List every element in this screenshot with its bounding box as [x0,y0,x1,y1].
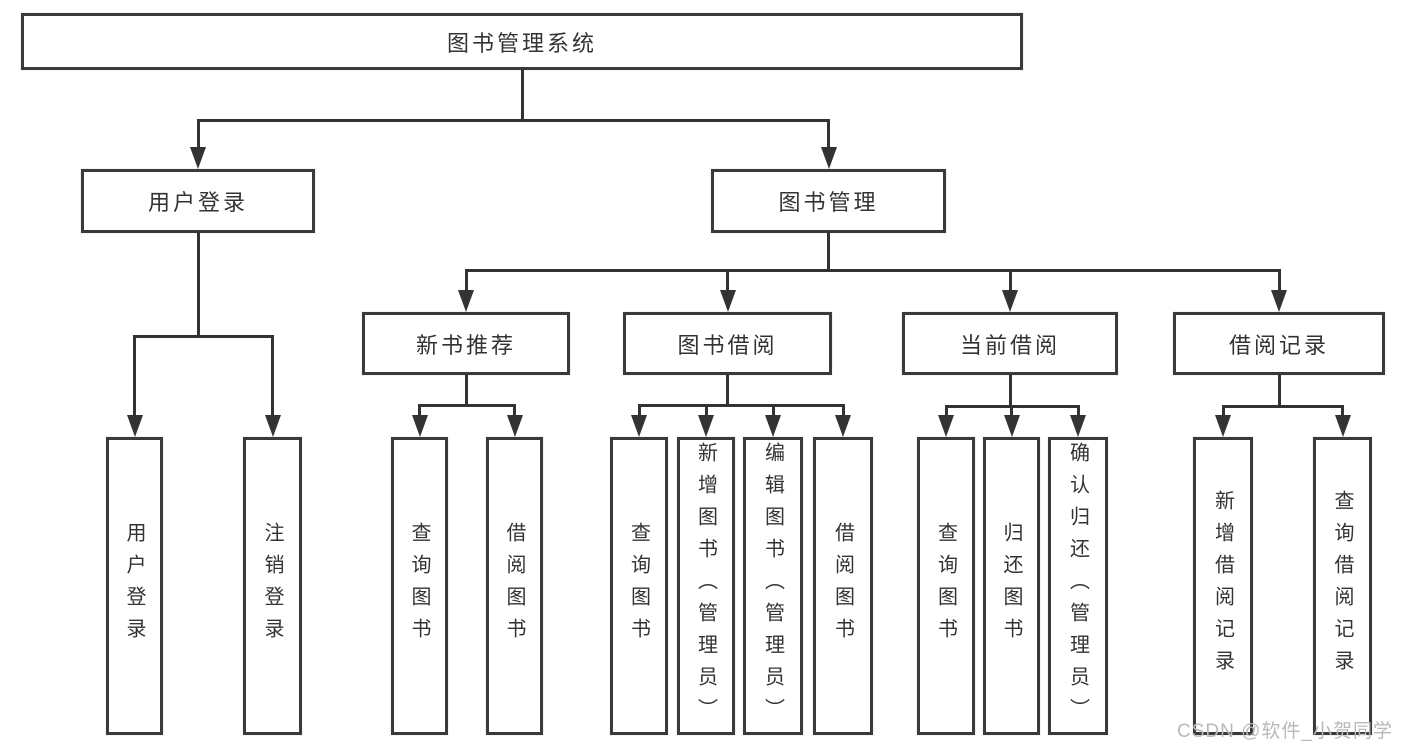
connector-line [944,406,948,419]
arrow-down-icon [1271,290,1287,312]
node-leaf-borrow-book-1: 借阅图书 [486,437,543,735]
arrow-down-icon [411,415,428,437]
arrow-down-icon [1002,290,1018,312]
node-label-leaf-edit-book: 编辑图书（管理员） [761,442,784,730]
connector-line [1221,404,1344,408]
node-label-leaf-query-book-2: 查询图书 [627,522,650,650]
connector-line [271,336,274,419]
node-leaf-query-record: 查询借阅记录 [1313,437,1372,735]
connector-line [1277,270,1281,294]
arrow-down-icon [264,415,281,437]
connector-line [726,375,729,407]
connector-line [196,233,200,338]
arrow-down-icon [719,290,736,312]
connector-line [464,270,468,294]
connector-line [1277,375,1281,408]
node-label-book-borrow: 图书借阅 [677,332,778,358]
connector-line [827,233,830,272]
connector-line [1341,406,1344,419]
node-leaf-add-book: 新增图书（管理员） [677,437,735,735]
node-label-leaf-query-record: 查询借阅记录 [1331,490,1353,682]
connector-line [133,334,274,338]
arrow-down-icon [938,415,954,437]
arrow-down-icon [126,415,143,437]
arrow-down-icon [1003,415,1020,437]
node-leaf-query-book-1: 查询图书 [391,437,448,735]
connector-line [1008,375,1012,408]
arrow-down-icon [835,415,851,437]
arrow-down-icon [820,147,837,169]
node-borrow-record: 借阅记录 [1173,312,1385,375]
node-label-leaf-user-login: 用户登录 [123,522,145,650]
node-label-leaf-query-book-1: 查询图书 [408,522,430,650]
connector-line [418,403,516,407]
arrow-down-icon [506,415,523,437]
connector-line [196,118,830,122]
node-leaf-add-record: 新增借阅记录 [1193,437,1253,735]
arrow-down-icon [458,290,474,312]
node-label-current-borrow: 当前借阅 [959,332,1060,358]
node-label-leaf-add-book: 新增图书（管理员） [694,442,717,730]
connector-line [520,70,524,122]
connector-line [513,405,516,419]
connector-line [1008,270,1012,294]
node-label-root: 图书管理系统 [446,30,597,56]
node-label-new-book: 新书推荐 [415,332,516,358]
connector-line [464,375,468,407]
node-root: 图书管理系统 [21,13,1023,70]
connector-line [726,270,729,294]
connector-line [827,120,830,151]
arrow-down-icon [1070,415,1086,437]
connector-line [841,405,845,419]
arrow-down-icon [698,415,714,437]
node-leaf-user-login: 用户登录 [106,437,163,735]
node-label-leaf-query-book-3: 查询图书 [934,522,957,650]
node-label-leaf-return-book: 归还图书 [1000,522,1022,650]
node-leaf-query-book-2: 查询图书 [610,437,668,735]
csdn-watermark: CSDN @软件_小贺同学 [1177,721,1393,742]
node-leaf-return-book: 归还图书 [983,437,1040,735]
arrow-down-icon [765,415,781,437]
node-label-leaf-confirm-return: 确认归还（管理员） [1066,442,1089,730]
node-leaf-query-book-3: 查询图书 [917,437,975,735]
connector-line [464,268,1281,272]
connector-line [196,120,200,151]
node-label-leaf-add-record: 新增借阅记录 [1211,490,1234,682]
arrow-down-icon [1334,415,1351,437]
node-leaf-borrow-book-2: 借阅图书 [813,437,873,735]
connector-line [637,405,641,419]
node-label-book-mgmt: 图书管理 [778,190,879,215]
connector-line [418,405,421,419]
connector-line [637,403,845,407]
node-label-leaf-borrow-book-2: 借阅图书 [831,522,854,650]
connector-line [771,405,775,419]
arrow-down-icon [631,415,647,437]
connector-line [1076,406,1080,419]
node-label-borrow-record: 借阅记录 [1228,332,1329,358]
connector-line [133,336,136,419]
connector-line [1010,406,1013,419]
node-leaf-logout: 注销登录 [243,437,302,735]
arrow-down-icon [1215,415,1231,437]
node-new-book: 新书推荐 [362,312,570,375]
node-leaf-confirm-return: 确认归还（管理员） [1048,437,1108,735]
node-label-leaf-logout: 注销登录 [261,522,283,650]
node-book-mgmt: 图书管理 [711,169,946,233]
connector-line [1221,406,1225,419]
node-leaf-edit-book: 编辑图书（管理员） [743,437,803,735]
arrow-down-icon [190,147,206,169]
node-label-leaf-borrow-book-1: 借阅图书 [503,522,525,650]
node-label-user-login: 用户登录 [147,190,248,215]
connector-line [704,405,708,419]
node-current-borrow: 当前借阅 [902,312,1118,375]
node-user-login: 用户登录 [81,169,315,233]
node-book-borrow: 图书借阅 [623,312,832,375]
